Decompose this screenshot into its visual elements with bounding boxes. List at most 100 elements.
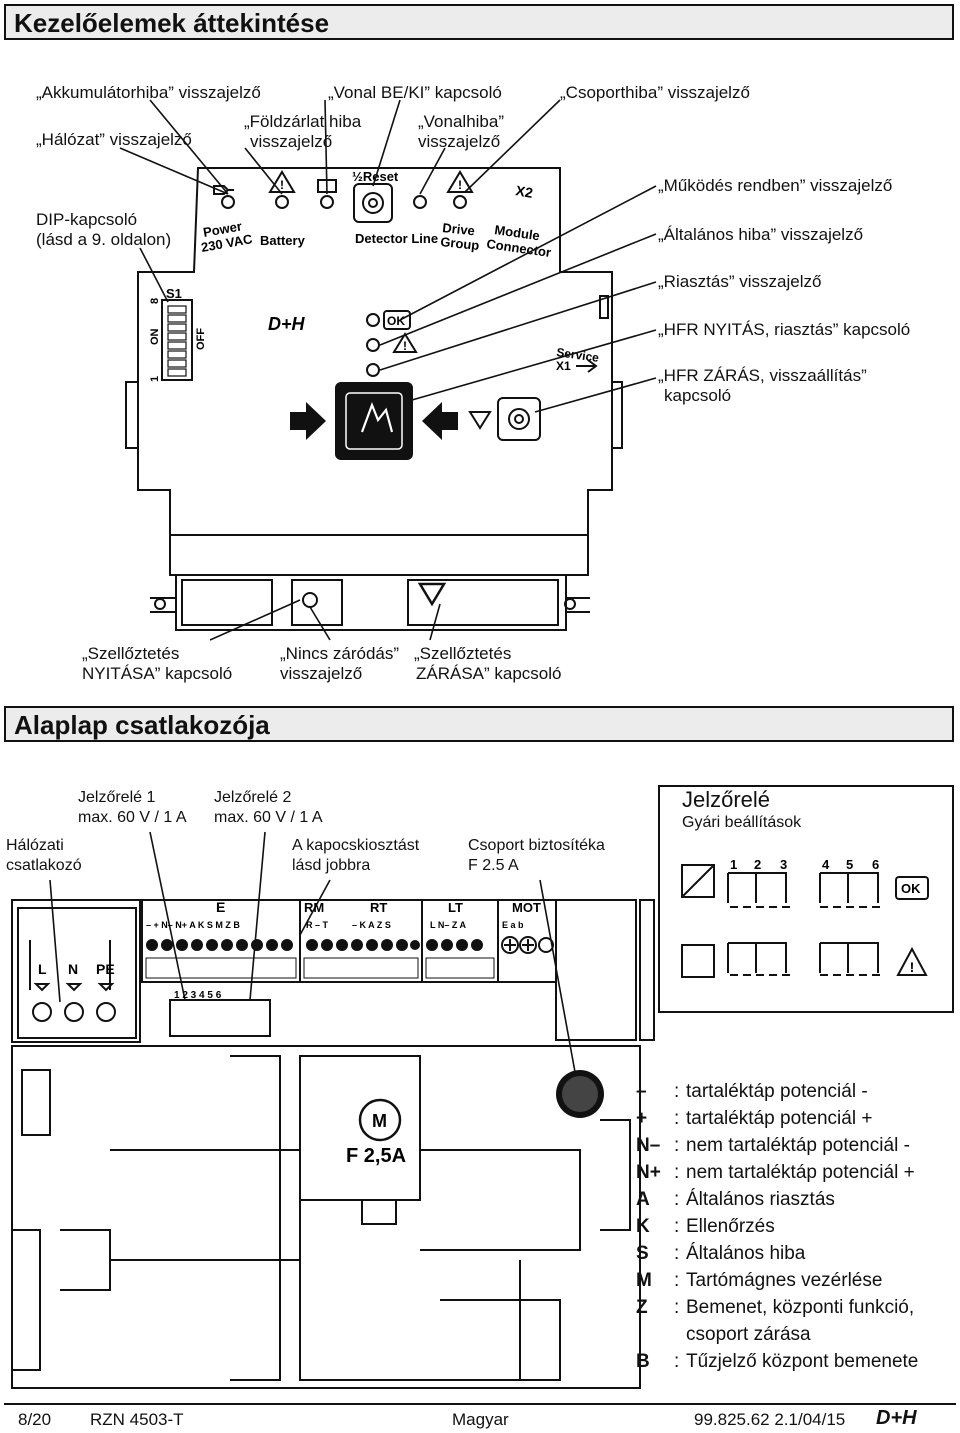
csoport-label-2: F 2.5 A [468, 857, 519, 874]
akku-label: „Akkumulátorhiba” visszajelző [36, 83, 261, 102]
hfr-close-button [497, 397, 541, 441]
legend-value: Ellenőrzés [686, 1216, 775, 1237]
foldzarlat-label-2: visszajelző [250, 132, 333, 151]
drive-label: Drive [442, 220, 476, 238]
relay-numbers-label: 1 2 3 4 5 6 [174, 990, 222, 1001]
rt-label: RT [370, 900, 387, 915]
legend-key: N+ [636, 1162, 661, 1183]
footer-doc: RZN 4503-T [90, 1410, 184, 1429]
legend-key: + [636, 1108, 648, 1129]
legend-value: tartaléktáp potenciál - [686, 1081, 868, 1102]
dip-label-2: (lásd a 9. oldalon) [36, 230, 172, 249]
fuse-label: F 2,5A [346, 1145, 406, 1167]
dip-one-label: 1 [149, 376, 161, 382]
pins-rt-label: – K A Z S [352, 920, 391, 930]
riasztas-label: „Riasztás” visszajelző [658, 272, 822, 291]
legend-row: +:tartaléktáp potenciál + [636, 1105, 956, 1132]
legend-row: S:Általános hiba [636, 1240, 956, 1267]
legend-row: K:Ellenőrzés [636, 1213, 956, 1240]
bottom-connector-strip [175, 574, 567, 631]
jr2-label-2: max. 60 V / 1 A [214, 809, 323, 826]
x1-label: X1 [556, 359, 571, 373]
motor-label: M [372, 1111, 387, 1131]
legend-value: nem tartaléktáp potenciál + [686, 1162, 915, 1183]
footer-lang: Magyar [452, 1410, 509, 1429]
general-fault-led [366, 338, 380, 352]
jr2-label: Jelzőrelé 2 [214, 789, 292, 806]
szell-nyit-label-2: NYITÁSA” kapcsoló [82, 664, 233, 683]
l-label: L [38, 961, 47, 977]
legend-value: Általános hiba [686, 1243, 806, 1264]
relay-n6: 6 [872, 857, 879, 872]
relay-diagram: ! 1 2 3 4 5 6 OK [681, 857, 929, 978]
ok-label: OK [387, 314, 405, 328]
csoport-label: Csoport biztosítéka [468, 837, 605, 854]
module-label: Module [494, 222, 541, 243]
page-footer: 8/20 RZN 4503-T Magyar 99.825.62 2.1/04/… [4, 1403, 956, 1433]
hfr-zaras-label: „HFR ZÁRÁS, visszaállítás” [658, 366, 867, 385]
svg-text:!: ! [403, 339, 407, 353]
relay-n2: 2 [754, 857, 761, 872]
rm-label: RM [304, 900, 324, 915]
earth-fault-led [320, 195, 334, 209]
legend-row: Z:Bemenet, központi funkció, [636, 1294, 956, 1321]
legend-key: K [636, 1216, 650, 1237]
vonalhiba-label: „Vonalhiba” [418, 112, 505, 131]
legend-value: Tartómágnes vezérlése [686, 1270, 883, 1291]
legend-key: S [636, 1243, 649, 1264]
battery-symbol-icon [317, 179, 337, 193]
pins-e-label: – + N– N+ A K S M Z B [146, 920, 240, 930]
off-label: OFF [195, 328, 207, 350]
szell-zar-label: „Szellőztetés [414, 644, 512, 663]
dip-label: DIP-kapcsoló [36, 210, 138, 229]
hfr-nyitas-label: „HFR NYITÁS, riasztás” kapcsoló [658, 320, 911, 339]
jr1-label: Jelzőrelé 1 [78, 789, 156, 806]
kapocs-label-2: lásd jobbra [292, 857, 371, 874]
arrow-left-icon [422, 402, 458, 440]
warning-triangle-icon [446, 170, 474, 193]
altalanos-label: „Általános hiba” visszajelző [658, 225, 864, 244]
dip-eight-label: 8 [149, 298, 161, 304]
section-title-overview: Kezelőelemek áttekintése [4, 4, 954, 40]
pins-lt-label: L N– Z A [430, 920, 467, 930]
mukodes-label: „Működés rendben” visszajelző [658, 176, 893, 195]
legend-row: csoport zárása [636, 1321, 956, 1348]
szell-zar-label-2: ZÁRÁSA” kapcsoló [416, 664, 562, 683]
section-title-text: Kezelőelemek áttekintése [14, 8, 330, 38]
n-label: N [68, 961, 78, 977]
arrow-right-icon [290, 402, 326, 440]
foldzarlat-label: „Földzárlat hiba [244, 112, 362, 131]
s1-label: S1 [166, 286, 182, 301]
terminal-legend: –:tartaléktáp potenciál -+:tartaléktáp p… [636, 1078, 956, 1375]
vonalhiba-label-2: visszajelző [418, 132, 501, 151]
legend-row: B:Tűzjelző központ bemenete [636, 1348, 956, 1375]
pins-mot-label: E a b [502, 920, 524, 930]
legend-key: Z [636, 1297, 648, 1318]
legend-key: A [636, 1189, 650, 1210]
dip-switch [161, 299, 193, 381]
legend-value: Általános riasztás [686, 1189, 835, 1210]
legend-row: A:Általános riasztás [636, 1186, 956, 1213]
svg-text:!: ! [458, 178, 462, 192]
legend-value: Bemenet, központi funkció, [686, 1297, 915, 1318]
pins-rm-label: R – T [306, 920, 329, 930]
relay-n3: 3 [780, 857, 787, 872]
detector-line-switch [353, 183, 393, 223]
brand-logo: D+H [268, 314, 306, 334]
battery-label: Battery [260, 233, 306, 248]
section-title-motherboard: Alaplap csatlakozója [4, 706, 954, 742]
section-title-text: Alaplap csatlakozója [14, 710, 270, 740]
legend-row: N+:nem tartaléktáp potenciál + [636, 1159, 956, 1186]
halozati-label-2: csatlakozó [6, 857, 82, 874]
x2-label: X2 [514, 182, 534, 201]
battery-led [275, 195, 289, 209]
vonal-be-ki-label: „Vonal BE/KI” kapcsoló [328, 83, 502, 102]
legend-value: csoport zárása [686, 1324, 811, 1345]
group-fault-led [453, 195, 467, 209]
footer-page: 8/20 [18, 1410, 52, 1429]
motor-icon [358, 1098, 402, 1142]
legend-key [636, 1321, 674, 1348]
kapocs-label: A kapocskiosztást [292, 837, 420, 854]
halozat-label: „Hálózat” visszajelző [36, 130, 192, 149]
